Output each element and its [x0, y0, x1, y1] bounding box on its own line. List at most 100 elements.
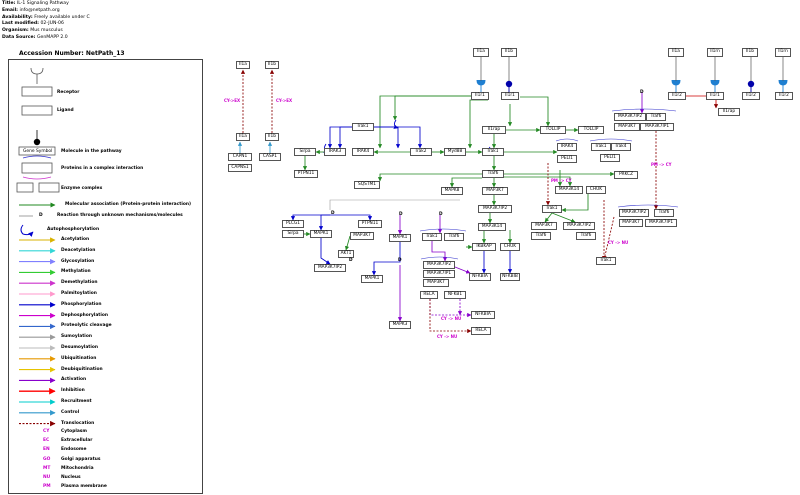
node-ptpn11-a[interactable]: PTPN11 — [294, 170, 318, 178]
legend-graphics — [16, 67, 60, 427]
legend-label-control: Control — [61, 409, 80, 415]
node-tollip-a[interactable]: TOLLIP — [540, 126, 566, 134]
node-irak1-b[interactable]: Irak1 — [482, 148, 504, 156]
node-il1r1-c[interactable]: Il1r1 — [706, 92, 724, 100]
node-map3k7ip2-tr[interactable]: MAP3K7IP2 — [614, 113, 646, 121]
node-myd88[interactable]: Myd88 — [444, 148, 466, 156]
node-il1r1-b[interactable]: Il1r1 — [501, 92, 519, 100]
node-nfkbib[interactable]: NFKBIB — [500, 273, 520, 281]
node-il1r1-a[interactable]: Il1r1 — [471, 92, 489, 100]
node-chuk-b[interactable]: CHUK — [500, 243, 520, 251]
node-map3k7ip2-b[interactable]: MAP3K7IP2 — [563, 222, 595, 230]
node-irak1-d[interactable]: Irak1 — [542, 205, 562, 213]
node-il1r2-b[interactable]: Il1r2 — [742, 92, 760, 100]
node-map3k7ip1-d[interactable]: MAP3K7IP1 — [423, 270, 455, 278]
node-map3k7-c[interactable]: MAP3K7 — [350, 232, 374, 240]
node-map3k7ip1-tr[interactable]: MAP3K7IP1 — [640, 123, 674, 131]
node-prkcz[interactable]: PRKCZ — [614, 171, 638, 179]
node-nfkb1[interactable]: NFKB1 — [444, 291, 466, 299]
unknown-marker-5: D — [398, 258, 402, 263]
node-irak1-f[interactable]: Irak1 — [422, 233, 442, 241]
node-il1r2-a[interactable]: Il1r2 — [668, 92, 686, 100]
node-il1a-low[interactable]: Il1a — [236, 133, 250, 141]
node-map3k7ip1-r[interactable]: MAP3K7IP1 — [645, 219, 677, 227]
node-sqstm1[interactable]: SQSTM1 — [354, 181, 380, 189]
node-mapk8[interactable]: MAPK8 — [441, 187, 463, 195]
node-traf6-c[interactable]: Traf6 — [576, 232, 596, 240]
node-sirpa[interactable]: Sirpa — [294, 148, 316, 156]
node-irak3[interactable]: IRAK3 — [324, 148, 346, 156]
node-il1rn-a[interactable]: Il1rn — [707, 48, 723, 57]
node-il1b-r1[interactable]: Il1b — [501, 48, 517, 57]
title-value: IL-1 Signaling Pathway — [16, 1, 69, 6]
node-mapk3[interactable]: MAPK3 — [389, 321, 411, 329]
node-il1a-r1[interactable]: Il1a — [473, 48, 489, 57]
node-il1a-r2[interactable]: Il1a — [668, 48, 684, 57]
node-rela-b[interactable]: RELA — [471, 327, 491, 335]
node-il1rap[interactable]: Il1rap — [482, 126, 506, 134]
node-il1rn-b[interactable]: Il1rn — [775, 48, 791, 57]
accession-number: Accession Number: NetPath_13 — [19, 50, 125, 57]
node-ptpn11-b[interactable]: PTPN11 — [358, 220, 382, 228]
node-irak4-c[interactable]: Irak4 — [611, 143, 631, 151]
node-irak1-e[interactable]: Irak1 — [596, 257, 616, 265]
node-map3k7-tr[interactable]: MAP3K7 — [614, 123, 640, 131]
node-akt1[interactable]: AKT1 — [338, 250, 354, 258]
node-map3k7ip2-a[interactable]: MAP3K7IP2 — [478, 205, 512, 213]
receptor-glyph-il1b-2 — [747, 80, 755, 92]
node-sirpa-b[interactable]: Sirpa — [282, 230, 304, 238]
legend-label-ubiquitination: Ubiquitination — [61, 355, 97, 361]
complex-label: Proteins in a complex interaction — [61, 166, 144, 171]
node-traf6-d[interactable]: Traf6 — [444, 233, 464, 241]
node-rela-a[interactable]: RELA — [420, 291, 438, 299]
node-traf6-b[interactable]: Traf6 — [531, 232, 551, 240]
node-mapk1-b[interactable]: MAPK1 — [389, 234, 411, 242]
unknown-label: Reaction through unknown mechanisms/mole… — [57, 213, 183, 218]
node-nfkbia-a[interactable]: NFKBIA — [469, 273, 491, 281]
node-il1b-low[interactable]: Il1b — [265, 133, 279, 141]
node-irak4[interactable]: IRAK4 — [352, 148, 374, 156]
node-map3k14-b[interactable]: MAP3K14 — [478, 223, 506, 231]
node-tollip-b[interactable]: TOLLIP — [578, 126, 604, 134]
node-ikbkap[interactable]: IKBKAP — [472, 243, 496, 251]
node-peli1-b[interactable]: PELI1 — [600, 154, 620, 162]
node-il1rap-r[interactable]: Il1rap — [718, 108, 740, 116]
node-map3k7ip2-r[interactable]: MAP3K7IP2 — [619, 209, 649, 217]
node-irak2[interactable]: Irak2 — [410, 148, 432, 156]
node-traf6[interactable]: Traf6 — [482, 170, 504, 178]
node-mapk1-a[interactable]: MAPK1 — [310, 230, 332, 238]
node-traf6-r[interactable]: Traf6 — [654, 209, 674, 217]
node-il1r2-c[interactable]: Il1r2 — [775, 92, 793, 100]
legend-loc-name-go: Golgi apparatus — [61, 456, 101, 462]
node-il1a-top[interactable]: Il1a — [236, 61, 250, 69]
node-map3k7ip2-c[interactable]: MAP3K7IP2 — [314, 264, 346, 272]
edge-phos-14 — [374, 126, 423, 149]
loc-label-cynu2: CY -> NU — [441, 316, 462, 321]
modified-label: Last modified: — [2, 21, 40, 27]
edge-phos-13 — [337, 126, 352, 149]
node-casp1[interactable]: CASP1 — [259, 153, 281, 161]
node-map3k7-b[interactable]: MAP3K7 — [531, 222, 557, 230]
node-map3k14-a[interactable]: MAP3K14 — [555, 186, 583, 194]
node-map3k7-r[interactable]: MAP3K7 — [619, 219, 643, 227]
node-irak1-a[interactable]: Irak1 — [352, 123, 374, 131]
node-capn1[interactable]: CAPN1 — [228, 153, 252, 161]
node-plcg1[interactable]: PLCG1 — [282, 220, 304, 228]
node-nfkbia-b[interactable]: NFKBIA — [471, 311, 495, 319]
node-mapk1-c[interactable]: MAPK1 — [361, 275, 383, 283]
node-peli1[interactable]: PELI1 — [557, 155, 577, 163]
node-irak4-b[interactable]: IRAK4 — [557, 143, 577, 151]
node-chuk-a[interactable]: CHUK — [586, 186, 606, 194]
legend-label-palmitoylation: Palmitoylation — [61, 291, 97, 296]
node-map3k7ip2-d[interactable]: MAP3K7IP2 — [423, 261, 455, 269]
legend-label-glycosylation: Glycosylation — [61, 258, 95, 264]
node-irak1-c[interactable]: Irak1 — [591, 143, 611, 151]
complex-brace-2 — [611, 108, 677, 112]
node-map3k7-a[interactable]: MAP3K7 — [482, 187, 508, 195]
loc-label-cynu1: CY -> NU — [608, 240, 629, 245]
node-il1b-r2[interactable]: Il1b — [742, 48, 758, 57]
node-traf6-tr[interactable]: Traf6 — [646, 113, 666, 121]
node-map3k7-d[interactable]: MAP3K7 — [423, 279, 449, 287]
node-il1b-top[interactable]: Il1b — [265, 61, 279, 69]
node-capns1[interactable]: CAPNS1 — [228, 164, 252, 172]
